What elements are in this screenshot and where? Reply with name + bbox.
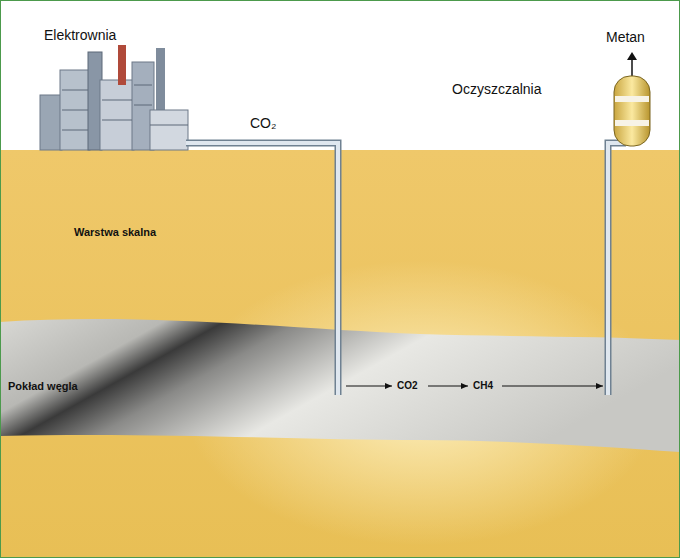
power-plant bbox=[40, 45, 188, 150]
layer-label: Pokład węgla bbox=[8, 380, 78, 392]
gas-label: CO₂ bbox=[250, 116, 276, 131]
building-label: Elektrownia bbox=[44, 28, 116, 43]
flow-label: CH4 bbox=[473, 380, 493, 391]
product-label: Metan bbox=[606, 30, 645, 45]
flow-label: CO2 bbox=[397, 380, 418, 391]
pipe bbox=[186, 143, 626, 395]
layer-label: Warstwa skalna bbox=[74, 226, 156, 238]
gas-tank bbox=[614, 52, 650, 146]
facility-label: Oczyszczalnia bbox=[452, 82, 541, 97]
